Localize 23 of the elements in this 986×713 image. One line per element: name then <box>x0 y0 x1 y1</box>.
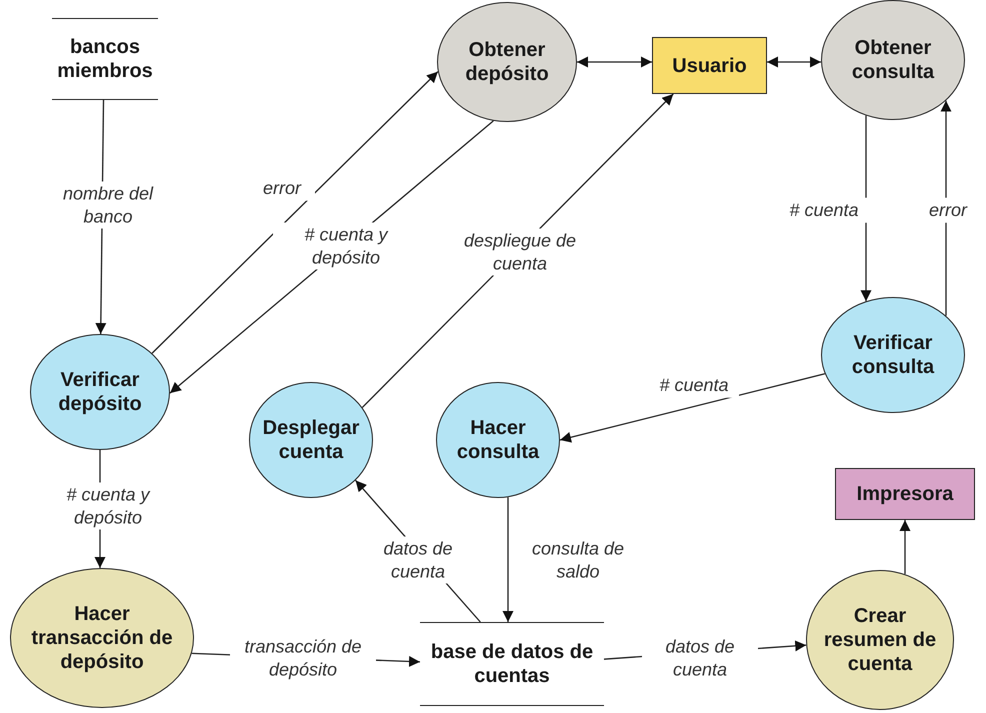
node-label: Verificar consulta <box>850 331 936 379</box>
arrow <box>577 56 652 68</box>
node-label: Obtener depósito <box>464 38 550 86</box>
node-label: base de datos de cuentas <box>430 640 594 688</box>
node-label: Hacer consulta <box>456 416 540 464</box>
data-store <box>420 622 604 706</box>
node-label: Hacer transacción de depósito <box>30 602 174 674</box>
arrow <box>502 497 514 622</box>
data-store <box>52 18 158 100</box>
arrow <box>940 100 952 316</box>
entity-box <box>835 468 975 520</box>
arrow <box>900 520 910 574</box>
node-label: Verificar depósito <box>57 368 143 416</box>
node-label: Usuario <box>672 54 747 78</box>
node-label: bancos miembros <box>57 35 153 83</box>
arrow <box>152 71 438 354</box>
node-label: Obtener consulta <box>850 36 936 84</box>
node-label: Crear resumen de cuenta <box>822 604 938 676</box>
arrow <box>767 56 822 68</box>
node-label: Desplegar cuenta <box>262 416 360 464</box>
node-label: Impresora <box>856 482 954 506</box>
arrow <box>560 373 826 443</box>
entity-box <box>652 37 767 94</box>
